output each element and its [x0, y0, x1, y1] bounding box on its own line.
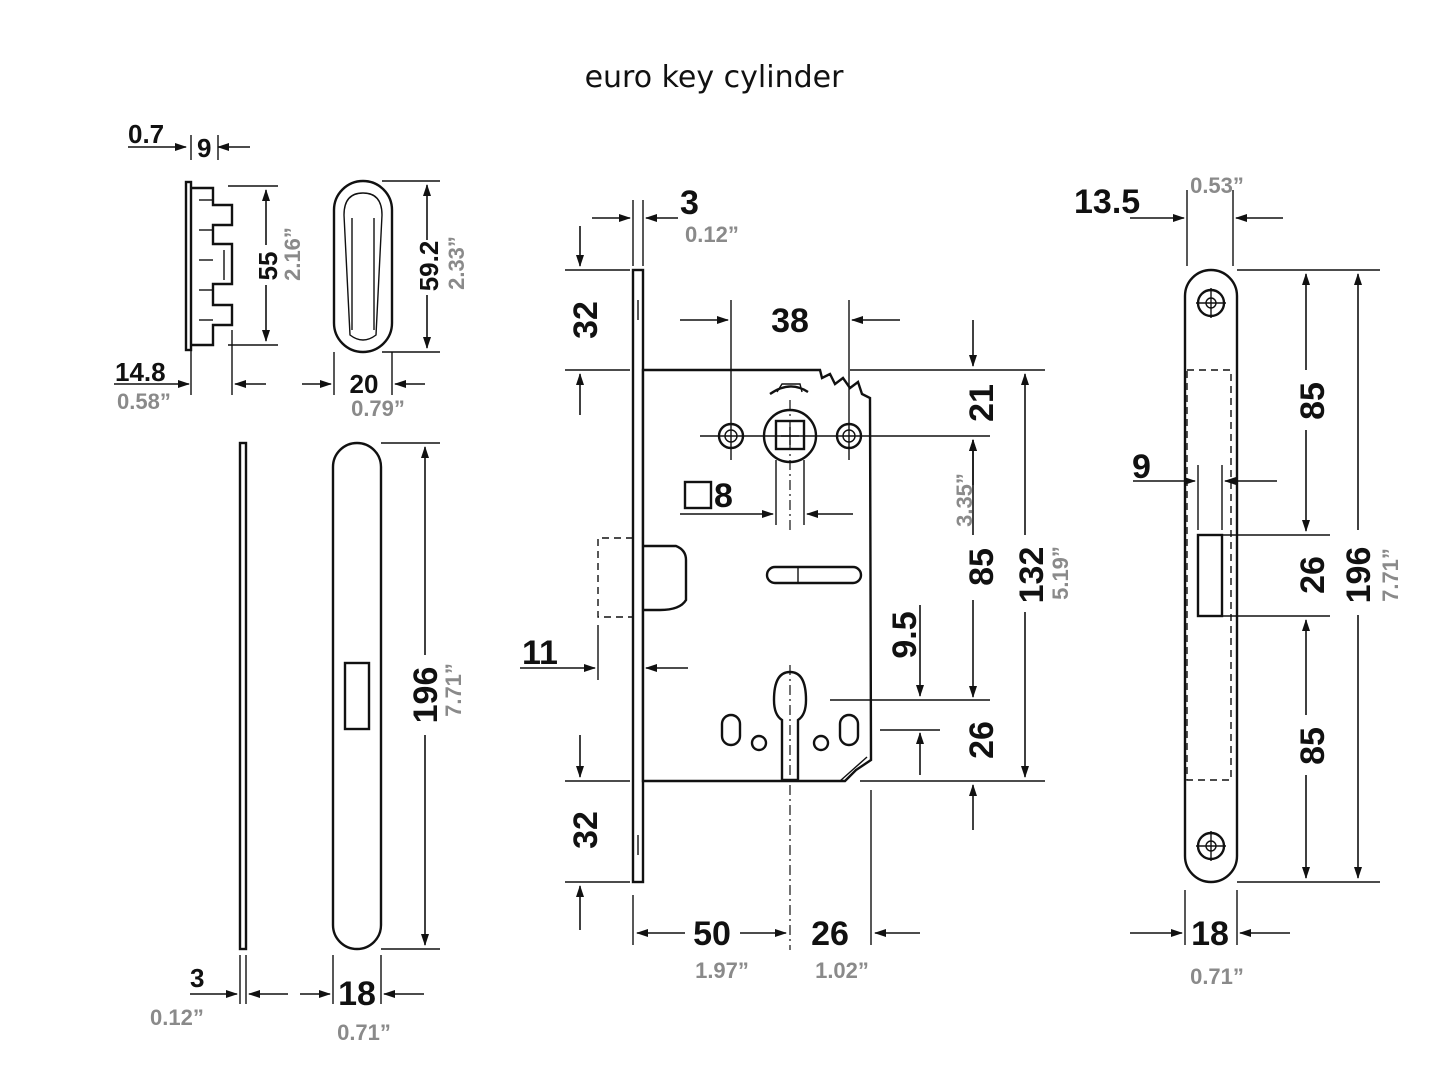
faceplate-dim-13-5-inch-label: 0.53”	[1190, 173, 1244, 198]
dim-196-inch-label: 7.71”	[441, 663, 466, 717]
lock-dim-50-label: 50	[693, 915, 731, 953]
lock-dim-32-top-label: 32	[567, 301, 605, 339]
lock-dim-3-label: 3	[680, 184, 699, 222]
faceplate-dim-9-label: 9	[1132, 448, 1151, 486]
faceplate-dim-196-inch-label: 7.71”	[1378, 548, 1403, 602]
lock-dim-50-inch-label: 1.97”	[695, 958, 749, 983]
lock-dim-26-label: 26	[963, 721, 1001, 759]
dim-59-2-inch-label: 2.33”	[444, 236, 469, 290]
lock-body-dimensions: 3 0.12” 32 38 21 8 85 3.35” 132 5	[520, 184, 1073, 983]
dim-196-label: 196	[407, 667, 445, 724]
dim-20-label: 20	[350, 369, 379, 399]
faceplate-dim-85-top-label: 85	[1294, 382, 1332, 420]
lock-dim-132-inch-label: 5.19”	[1048, 546, 1073, 600]
lock-dim-21-label: 21	[963, 384, 1001, 422]
lock-dim-3-inch-label: 0.12”	[685, 222, 739, 247]
dim-3-inch-label: 0.12”	[150, 1005, 204, 1030]
faceplate-dim-196-label: 196	[1340, 547, 1378, 604]
lock-dim-32-bottom-label: 32	[567, 811, 605, 849]
dim-18-label: 18	[338, 975, 376, 1013]
cover-plate-dimensions: 0.7 9 55 2.16” 14.8 0.58”	[114, 119, 305, 414]
lock-dim-26-bottom-inch-label: 1.02”	[815, 958, 869, 983]
dim-59-2-label: 59.2	[414, 241, 444, 292]
cover-plate-side-view	[184, 180, 234, 352]
cover-plate-front-dimensions: 59.2 2.33” 20 0.79”	[302, 180, 469, 421]
drawing-title: euro key cylinder	[585, 60, 845, 95]
dim-55-inch-label: 2.16”	[280, 227, 305, 281]
lock-body-view	[597, 268, 990, 950]
dim-14-8-inch-label: 0.58”	[117, 389, 171, 414]
faceplate-dim-18-label: 18	[1191, 915, 1229, 953]
strike-plate-front-view	[331, 441, 383, 951]
faceplate-dim-85-bottom-label: 85	[1294, 727, 1332, 765]
faceplate-dim-18-inch-label: 0.71”	[1190, 964, 1244, 989]
lock-dim-11-label: 11	[522, 634, 558, 672]
lock-dim-3-35-inch-label: 3.35”	[952, 473, 977, 527]
dim-3-label: 3	[190, 963, 204, 993]
dim-0-7-label: 0.7	[128, 119, 164, 149]
cover-plate-front-view	[332, 179, 394, 354]
faceplate-dim-26-label: 26	[1294, 556, 1332, 594]
faceplate-dimensions: 13.5 0.53” 9 85 26 85 196 7.71” 18	[1074, 173, 1403, 989]
lock-dim-26-bottom-label: 26	[811, 915, 849, 953]
dim-14-8-label: 14.8	[115, 357, 166, 387]
strike-plate-side-view	[238, 441, 248, 951]
lock-dim-85-label: 85	[963, 548, 1001, 586]
lock-dim-38-label: 38	[771, 302, 809, 340]
dim-20-inch-label: 0.79”	[351, 396, 405, 421]
faceplate-dim-13-5-label: 13.5	[1074, 183, 1140, 221]
dim-55-label: 55	[253, 252, 283, 281]
lock-square-8-label: 8	[714, 477, 733, 515]
strike-plate-dimensions: 196 7.71” 3 0.12” 18 0.71”	[150, 442, 466, 1045]
faceplate-view	[1183, 268, 1239, 884]
lock-dim-132-label: 132	[1013, 547, 1051, 604]
dim-18-inch-label: 0.71”	[337, 1020, 391, 1045]
dim-9-label: 9	[197, 133, 211, 163]
lock-dim-9-5-label: 9.5	[886, 611, 924, 658]
